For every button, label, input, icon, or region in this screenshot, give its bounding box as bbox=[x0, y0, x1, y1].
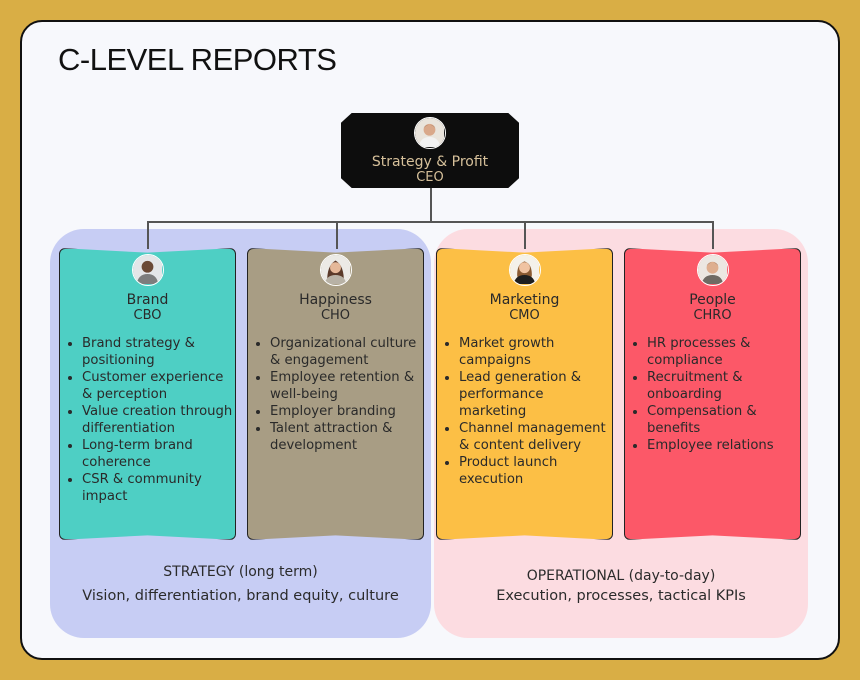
page-title: C-LEVEL REPORTS bbox=[58, 42, 337, 77]
list-item: Value creation through differentiation bbox=[82, 403, 235, 437]
list-item: Lead generation & performance marketing bbox=[459, 369, 612, 420]
list-item: Employee relations bbox=[647, 437, 800, 454]
list-item: Talent attraction & development bbox=[270, 420, 423, 454]
list-item: Recruitment & onboarding bbox=[647, 369, 800, 403]
cho-responsibilities: Organizational culture & engagement Empl… bbox=[248, 335, 423, 454]
list-item: Product launch execution bbox=[459, 454, 612, 488]
ceo-code: CEO bbox=[416, 170, 444, 185]
cbo-code: CBO bbox=[133, 308, 162, 323]
cmo-code: CMO bbox=[509, 308, 540, 323]
card-cho: Happiness CHO Organizational culture & e… bbox=[247, 248, 424, 540]
cbo-responsibilities: Brand strategy & positioning Customer ex… bbox=[60, 335, 235, 505]
list-item: CSR & community impact bbox=[82, 471, 235, 505]
connector-drop-cbo bbox=[147, 221, 149, 249]
cmo-avatar bbox=[508, 254, 541, 286]
list-item: Brand strategy & positioning bbox=[82, 335, 235, 369]
strategy-zone-description: Vision, differentiation, brand equity, c… bbox=[82, 588, 399, 604]
cho-code: CHO bbox=[320, 308, 351, 323]
connector-drop-cmo bbox=[524, 221, 526, 249]
connector-horizontal bbox=[147, 221, 713, 223]
list-item: Employer branding bbox=[270, 403, 423, 420]
list-item: Market growth campaigns bbox=[459, 335, 612, 369]
cho-role: Happiness bbox=[299, 292, 372, 308]
chro-role: People bbox=[689, 292, 736, 308]
connector-drop-chro bbox=[712, 221, 714, 249]
cbo-role: Brand bbox=[126, 292, 169, 308]
chro-responsibilities: HR processes & compliance Recruitment & … bbox=[625, 335, 800, 454]
chro-code: CHRO bbox=[693, 308, 732, 323]
list-item: Organizational culture & engagement bbox=[270, 335, 423, 369]
chro-avatar bbox=[696, 254, 729, 286]
operational-zone-description: Execution, processes, tactical KPIs bbox=[496, 588, 746, 604]
card-cbo: Brand CBO Brand strategy & positioning C… bbox=[59, 248, 236, 540]
card-cmo: Marketing CMO Market growth campaigns Le… bbox=[436, 248, 613, 540]
cbo-avatar bbox=[131, 254, 164, 286]
list-item: Compensation & benefits bbox=[647, 403, 800, 437]
list-item: Employee retention & well-being bbox=[270, 369, 423, 403]
list-item: Customer experience & perception bbox=[82, 369, 235, 403]
ceo-node: Strategy & Profit CEO bbox=[341, 113, 519, 188]
ceo-role: Strategy & Profit bbox=[371, 154, 489, 170]
strategy-zone-label: STRATEGY (long term) bbox=[163, 564, 318, 580]
connector-ceo-stem bbox=[430, 188, 432, 222]
list-item: Long-term brand coherence bbox=[82, 437, 235, 471]
list-item: Channel management & content delivery bbox=[459, 420, 612, 454]
cmo-role: Marketing bbox=[489, 292, 560, 308]
cho-avatar bbox=[319, 254, 352, 286]
card-chro: People CHRO HR processes & compliance Re… bbox=[624, 248, 801, 540]
list-item: HR processes & compliance bbox=[647, 335, 800, 369]
ceo-avatar bbox=[414, 117, 446, 149]
connector-drop-cho bbox=[336, 221, 338, 249]
cmo-responsibilities: Market growth campaigns Lead generation … bbox=[437, 335, 612, 488]
operational-zone-label: OPERATIONAL (day-to-day) bbox=[526, 568, 716, 584]
